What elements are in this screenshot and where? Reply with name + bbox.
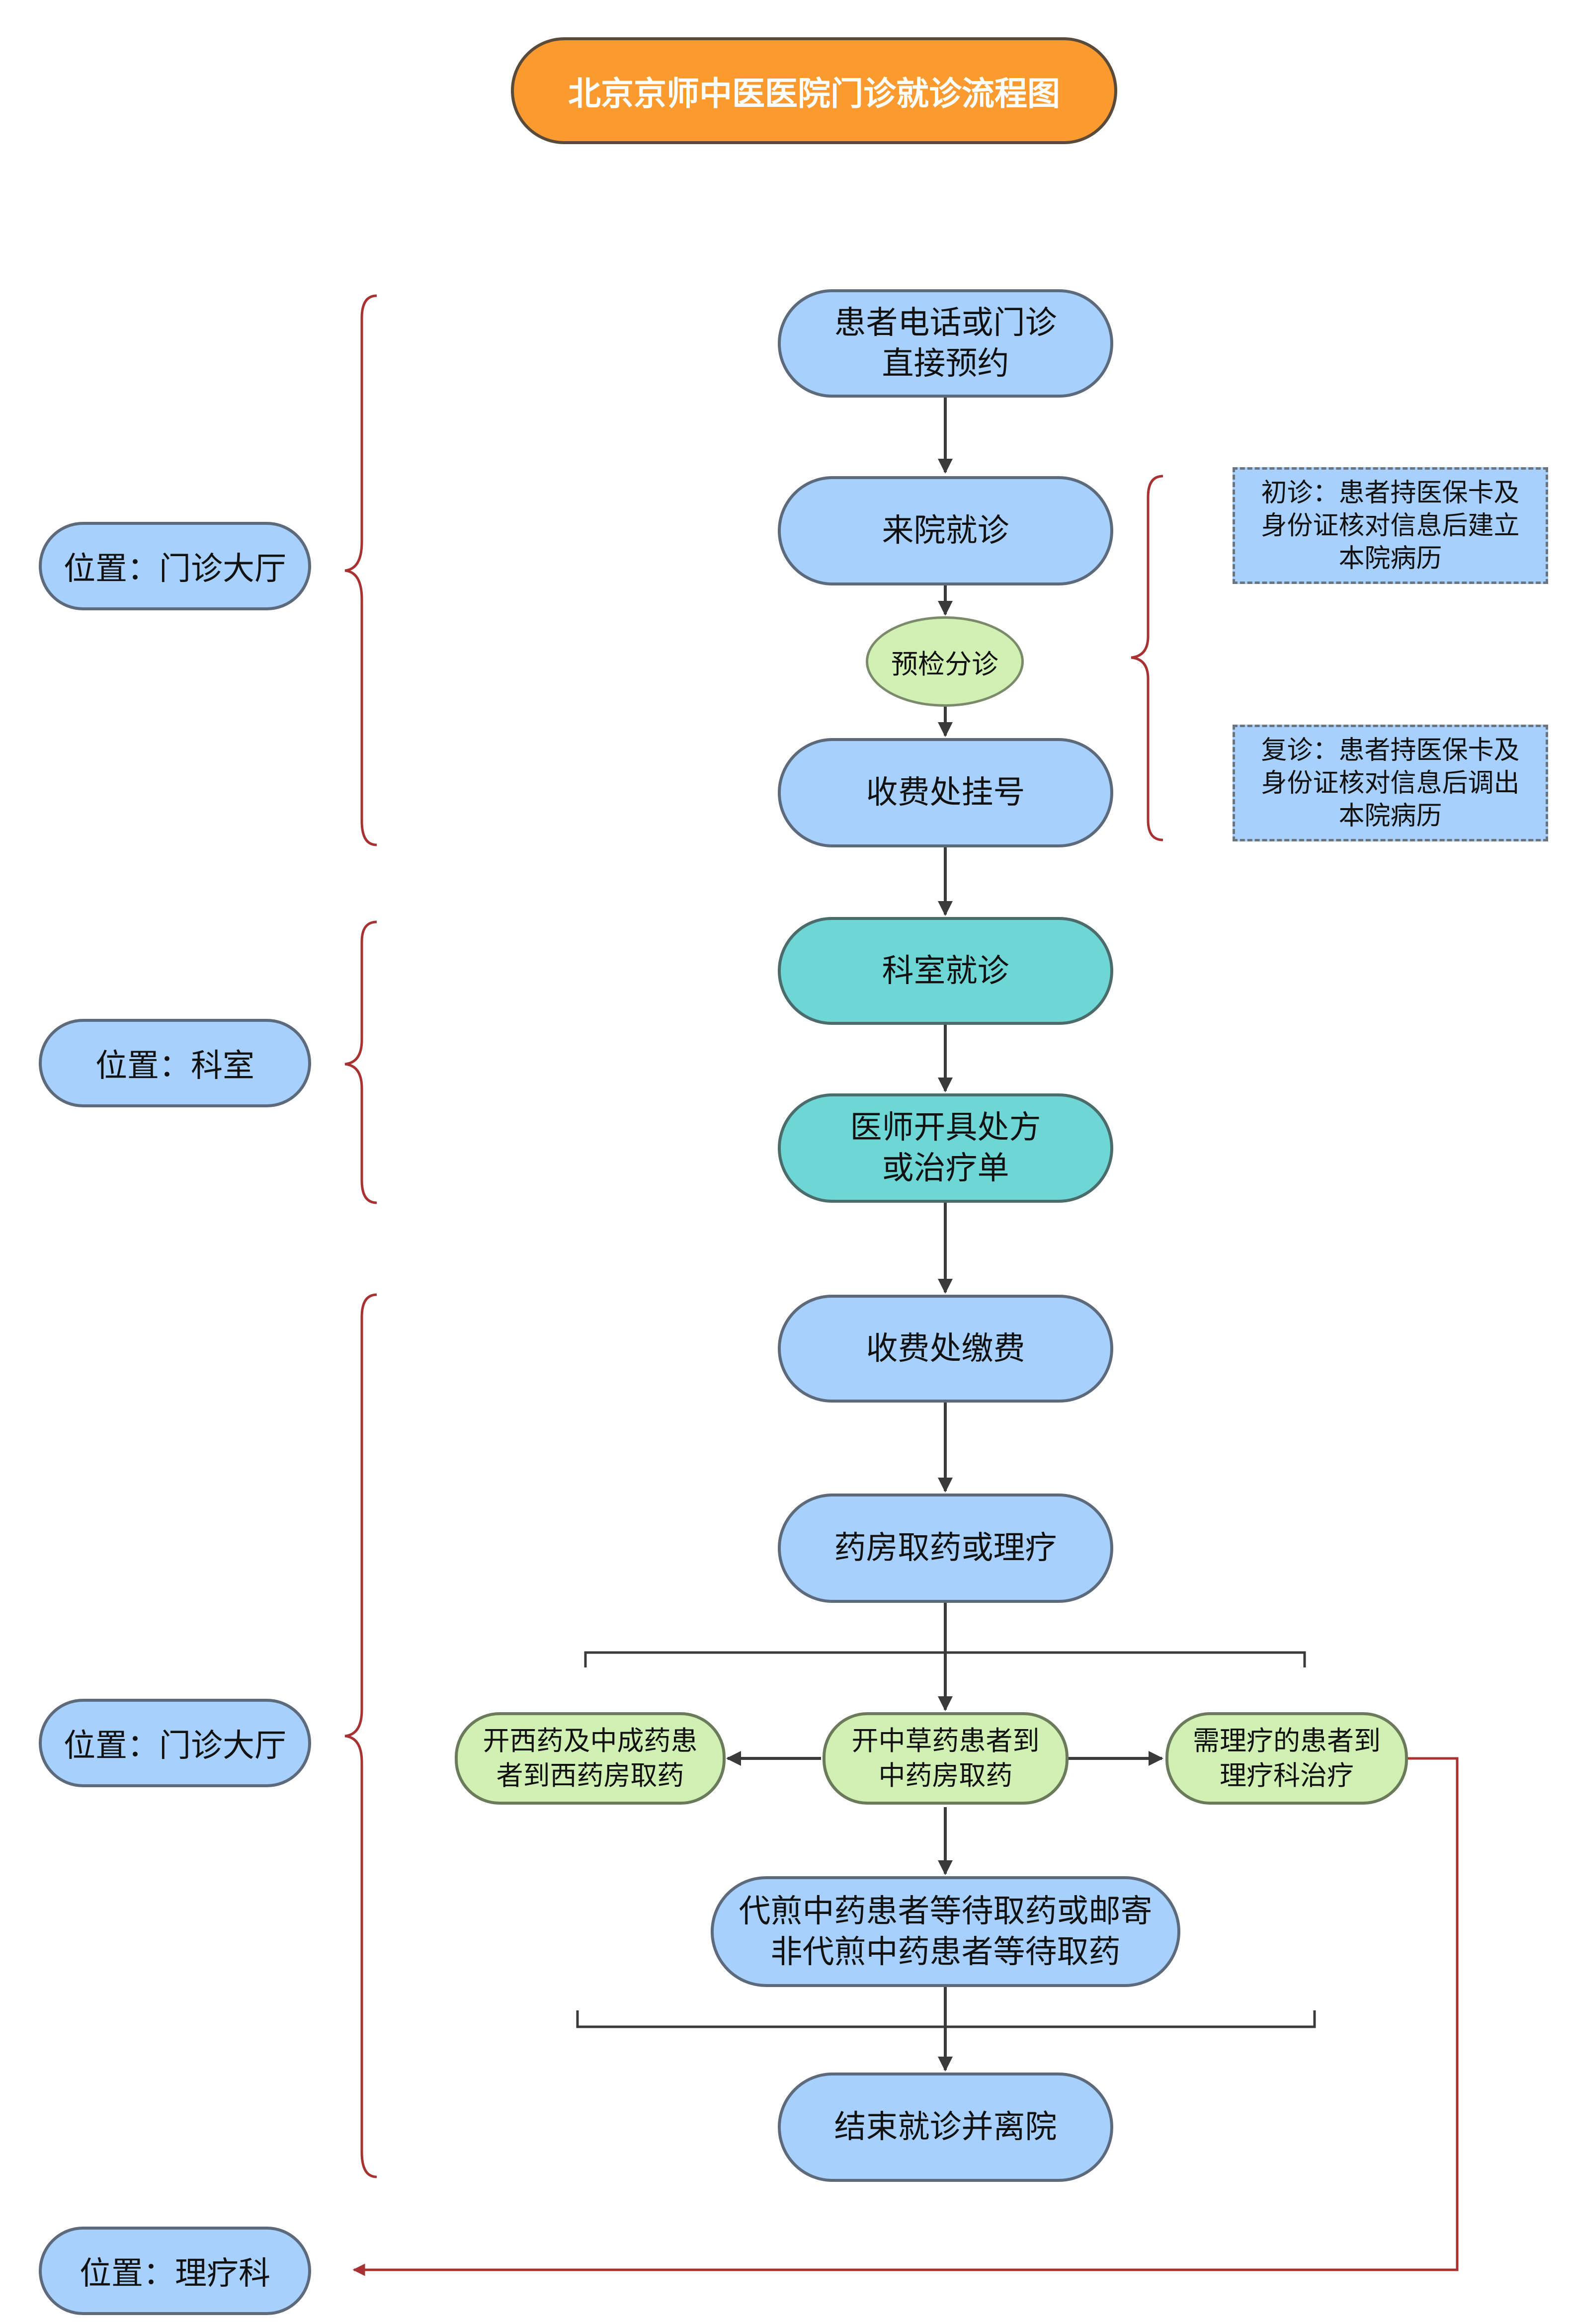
step-herbal-line1: 开中草药患者到: [851, 1725, 1040, 1756]
step-prescribe-line1: 医师开具处方: [850, 1109, 1041, 1146]
step-appointment: 患者电话或门诊 直接预约: [778, 289, 1113, 398]
step-arrive-label: 来院就诊: [882, 512, 1009, 549]
step-decoct-line2: 非代煎中药患者等待取药: [770, 1933, 1121, 1971]
step-triage: 预检分诊: [866, 616, 1024, 707]
brace-department: [344, 920, 377, 1204]
step-consult-label: 科室就诊: [882, 952, 1009, 990]
location-therapy-label: 位置：理疗科: [80, 2255, 270, 2292]
step-herbal-line2: 中药房取药: [878, 1760, 1013, 1791]
step-pickup-label: 药房取药或理疗: [834, 1530, 1057, 1567]
step-decoct-line1: 代煎中药患者等待取药或邮寄: [739, 1893, 1153, 1930]
step-herbal-pharmacy: 开中草药患者到 中药房取药: [823, 1712, 1069, 1805]
step-finish: 结束就诊并离院: [778, 2073, 1113, 2182]
location-hall-bottom-label: 位置：门诊大厅: [64, 1728, 286, 1764]
step-western-line2: 者到西药房取药: [496, 1760, 684, 1791]
step-prescribe-line2: 或治疗单: [882, 1150, 1009, 1187]
step-physio-line2: 理疗科治疗: [1220, 1760, 1354, 1791]
step-arrive: 来院就诊: [778, 476, 1113, 585]
step-finish-label: 结束就诊并离院: [834, 2109, 1057, 2146]
note-first-line2: 身份证核对信息后建立: [1261, 510, 1520, 541]
location-therapy: 位置：理疗科: [39, 2227, 311, 2315]
step-western-pharmacy: 开西药及中成药患 者到西药房取药: [455, 1712, 726, 1805]
location-hall-top: 位置：门诊大厅: [39, 522, 311, 610]
brace-notes: [1131, 475, 1163, 841]
branch-bracket-bottom: [576, 2010, 1316, 2028]
step-register: 收费处挂号: [778, 738, 1113, 847]
location-department-label: 位置：科室: [95, 1048, 254, 1084]
page-title-text: 北京京师中医医院门诊就诊流程图: [568, 74, 1060, 113]
step-appointment-line2: 直接预约: [882, 345, 1009, 382]
note-return-line2: 身份证核对信息后调出: [1261, 768, 1520, 798]
brace-hall-bottom: [344, 1293, 377, 2178]
location-hall-top-label: 位置：门诊大厅: [64, 551, 286, 587]
arrow-physio-therapy: [352, 1757, 1459, 2276]
note-return-line3: 本院病历: [1338, 801, 1442, 831]
note-first-visit: 初诊：患者持医保卡及 身份证核对信息后建立 本院病历: [1233, 467, 1548, 584]
step-western-line1: 开西药及中成药患: [483, 1725, 698, 1756]
branch-bracket-top: [584, 1651, 1306, 1667]
step-pickup: 药房取药或理疗: [778, 1494, 1113, 1603]
note-return-line1: 复诊：患者持医保卡及: [1261, 735, 1520, 765]
location-hall-bottom: 位置：门诊大厅: [39, 1699, 311, 1787]
step-decoct: 代煎中药患者等待取药或邮寄 非代煎中药患者等待取药: [711, 1876, 1180, 1987]
page-title: 北京京师中医医院门诊就诊流程图: [511, 37, 1117, 144]
step-prescribe: 医师开具处方 或治疗单: [778, 1093, 1113, 1203]
note-first-line1: 初诊：患者持医保卡及: [1261, 478, 1520, 508]
location-department: 位置：科室: [39, 1019, 311, 1107]
step-triage-label: 预检分诊: [891, 648, 998, 680]
step-physio-line1: 需理疗的患者到: [1193, 1725, 1381, 1756]
step-consult: 科室就诊: [778, 917, 1113, 1025]
step-pay: 收费处缴费: [778, 1295, 1113, 1403]
step-register-label: 收费处挂号: [866, 774, 1025, 811]
step-physio: 需理疗的患者到 理疗科治疗: [1165, 1712, 1408, 1805]
step-appointment-line1: 患者电话或门诊: [834, 305, 1057, 341]
note-first-line3: 本院病历: [1338, 543, 1442, 574]
step-pay-label: 收费处缴费: [866, 1330, 1025, 1367]
note-return-visit: 复诊：患者持医保卡及 身份证核对信息后调出 本院病历: [1233, 725, 1548, 841]
brace-hall-top: [344, 294, 377, 846]
